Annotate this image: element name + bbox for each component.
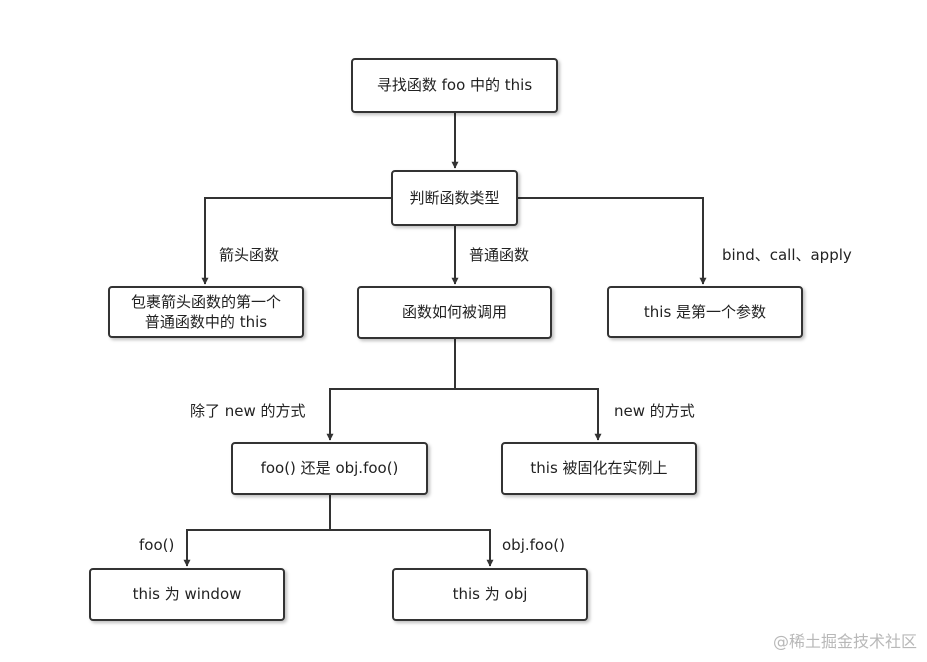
node-judge-type: 判断函数类型 xyxy=(391,170,518,226)
node-obj-result-label: this 为 obj xyxy=(452,585,528,603)
edge-to-obj-result xyxy=(330,529,494,567)
node-foo-or-obj-label: foo() 还是 obj.foo() xyxy=(260,459,399,477)
node-new-result-label: this 被固化在实例上 xyxy=(530,459,668,477)
node-find-this: 寻找函数 foo 中的 this xyxy=(351,58,558,113)
edge-label-with-new: new 的方式 xyxy=(614,402,695,420)
node-window-result-label: this 为 window xyxy=(132,585,242,603)
node-obj-result: this 为 obj xyxy=(392,568,588,621)
watermark: @稀土掘金技术社区 xyxy=(772,632,917,651)
node-arrow-result-line1: 包裹箭头函数的第一个 xyxy=(130,293,281,311)
node-find-this-label: 寻找函数 foo 中的 this xyxy=(376,76,533,94)
edge-label-bind-call-apply: bind、call、apply xyxy=(722,246,852,264)
edge-to-new-result xyxy=(455,388,602,441)
edge-to-foo-or-obj xyxy=(326,388,455,441)
node-bind-result: this 是第一个参数 xyxy=(607,286,803,338)
edge-label-not-new: 除了 new 的方式 xyxy=(190,402,306,420)
node-judge-type-label: 判断函数类型 xyxy=(409,188,500,207)
edge-label-normal-fn: 普通函数 xyxy=(469,246,530,264)
edge-label-arrow-fn: 箭头函数 xyxy=(219,246,280,264)
node-new-result: this 被固化在实例上 xyxy=(501,442,697,495)
node-how-called: 函数如何被调用 xyxy=(357,286,552,339)
edge-judge-to-bind-result xyxy=(518,197,707,285)
edge-label-plain-call: foo() xyxy=(139,536,175,554)
node-foo-or-obj: foo() 还是 obj.foo() xyxy=(231,442,428,495)
edge-label-method-call: obj.foo() xyxy=(502,536,565,554)
node-window-result: this 为 window xyxy=(89,568,285,621)
node-bind-result-label: this 是第一个参数 xyxy=(643,302,767,321)
edge-judge-to-arrow-result xyxy=(201,197,391,285)
node-arrow-result-line2: 普通函数中的 this xyxy=(144,313,268,331)
node-arrow-result: 包裹箭头函数的第一个 普通函数中的 this xyxy=(108,286,304,338)
edge-to-window-result xyxy=(183,529,330,567)
node-how-called-label: 函数如何被调用 xyxy=(401,303,507,321)
